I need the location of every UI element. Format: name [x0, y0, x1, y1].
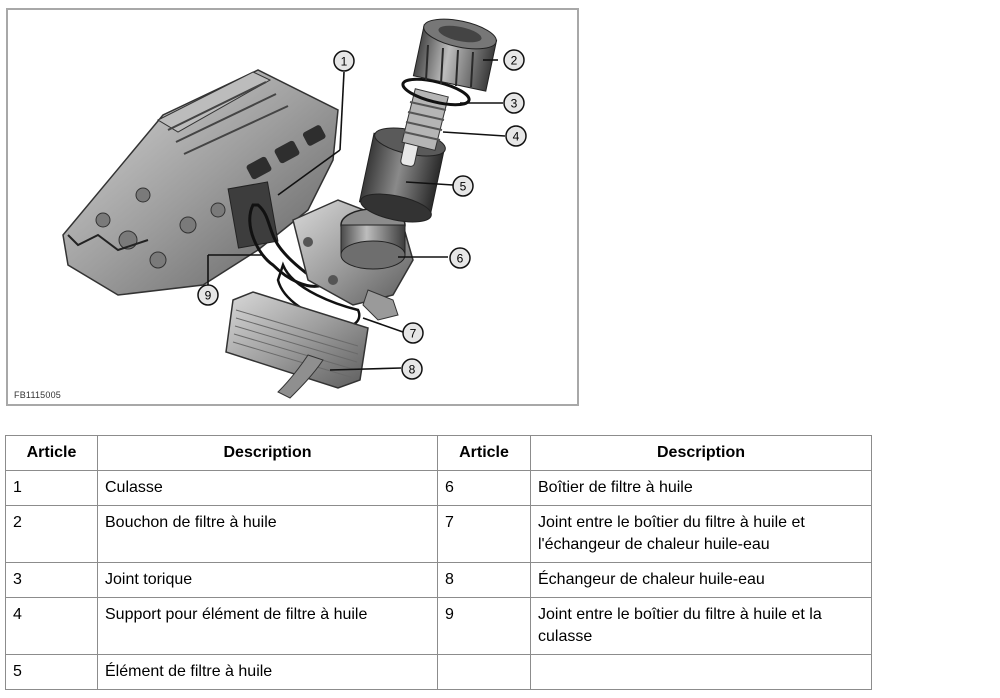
article-cell: 2 [5, 505, 98, 563]
svg-text:4: 4 [513, 130, 520, 144]
leader-lines [207, 59, 506, 371]
description-cell: Boîtier de filtre à huile [530, 470, 872, 506]
svg-text:6: 6 [457, 252, 464, 266]
filter-support-drawing [401, 88, 449, 151]
callout-4: 4 [505, 125, 527, 147]
header-description-left: Description [97, 435, 438, 471]
header-article-left: Article [5, 435, 98, 471]
description-cell: Support pour élément de filtre à huile [97, 597, 438, 655]
table-row: 1 Culasse 6 Boîtier de filtre à huile [5, 470, 872, 506]
table-row: 5 Élément de filtre à huile [5, 654, 872, 690]
table-row: 3 Joint torique 8 Échangeur de chaleur h… [5, 562, 872, 598]
callout-6: 6 [449, 247, 471, 269]
svg-text:9: 9 [205, 289, 212, 303]
description-cell [530, 654, 872, 690]
svg-text:1: 1 [341, 55, 348, 69]
exploded-view-figure: 1 2 3 4 5 6 7 [6, 8, 579, 406]
callout-8: 8 [401, 358, 423, 380]
description-cell: Joint entre le boîtier du filtre à huile… [530, 505, 872, 563]
callout-2: 2 [503, 49, 525, 71]
table-row: 2 Bouchon de filtre à huile 7 Joint entr… [5, 505, 872, 563]
callout-1: 1 [333, 50, 355, 72]
description-cell: Culasse [97, 470, 438, 506]
svg-text:3: 3 [511, 97, 518, 111]
description-cell: Joint torique [97, 562, 438, 598]
header-description-right: Description [530, 435, 872, 471]
svg-text:8: 8 [409, 363, 416, 377]
svg-text:7: 7 [410, 327, 417, 341]
callout-7: 7 [402, 322, 424, 344]
oil-filter-cap-drawing [412, 18, 498, 92]
article-cell: 1 [5, 470, 98, 506]
svg-text:2: 2 [511, 54, 518, 68]
article-cell: 6 [437, 470, 531, 506]
callout-3: 3 [503, 92, 525, 114]
table-header-row: Article Description Article Description [5, 435, 872, 471]
article-cell: 7 [437, 505, 531, 563]
header-article-right: Article [437, 435, 531, 471]
callout-5: 5 [452, 175, 474, 197]
parts-legend-table: Article Description Article Description … [5, 435, 872, 690]
svg-text:5: 5 [460, 180, 467, 194]
description-cell: Échangeur de chaleur huile-eau [530, 562, 872, 598]
article-cell: 5 [5, 654, 98, 690]
callout-9: 9 [197, 284, 219, 306]
article-cell: 4 [5, 597, 98, 655]
article-cell: 9 [437, 597, 531, 655]
callout-markers: 1 2 3 4 5 6 7 [197, 49, 527, 380]
engine-parts-illustration: 1 2 3 4 5 6 7 [62, 18, 527, 399]
heat-exchanger-drawing [225, 291, 369, 399]
description-cell: Joint entre le boîtier du filtre à huile… [530, 597, 872, 655]
table-row: 4 Support pour élément de filtre à huile… [5, 597, 872, 655]
figure-id-label: FB1115005 [14, 390, 62, 400]
o-ring-drawing [401, 77, 471, 107]
oil-filter-housing-drawing [292, 199, 414, 321]
article-cell [437, 654, 531, 690]
cylinder-head-drawing [62, 69, 339, 296]
description-cell: Bouchon de filtre à huile [97, 505, 438, 563]
article-cell: 8 [437, 562, 531, 598]
article-cell: 3 [5, 562, 98, 598]
description-cell: Élément de filtre à huile [97, 654, 438, 690]
